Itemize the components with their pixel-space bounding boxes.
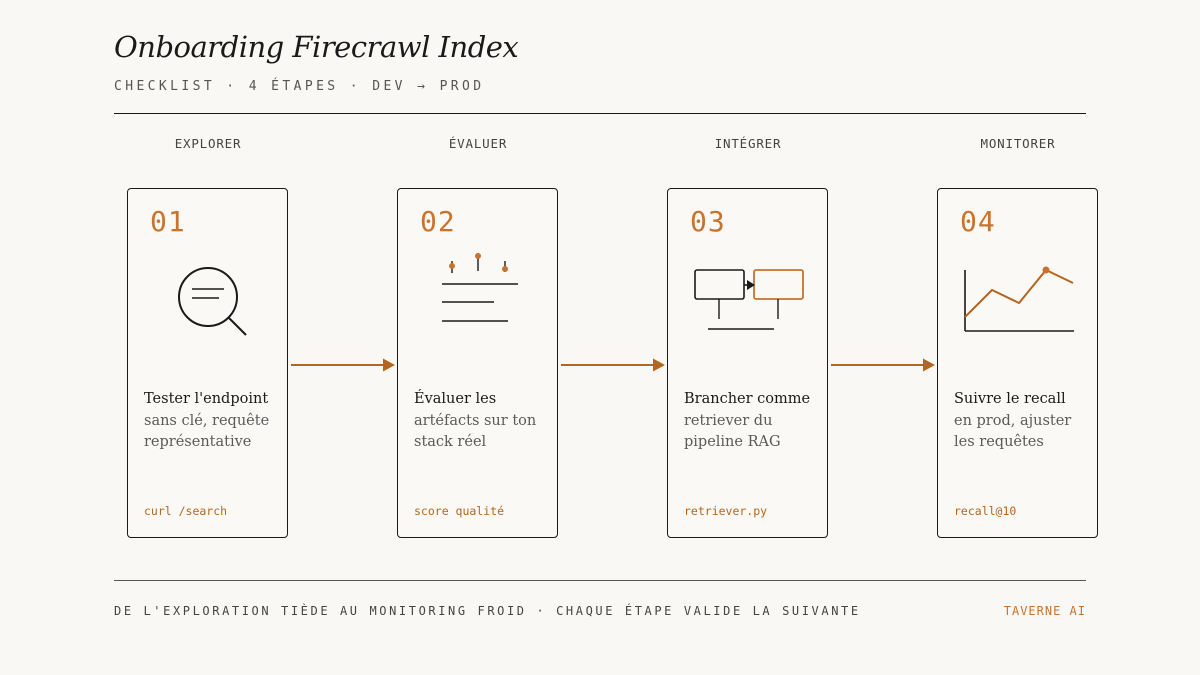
step-card-2: 02 Évaluer les artéfacts sur ton stack r… bbox=[397, 188, 558, 538]
brand-label: TAVERNE AI bbox=[1003, 604, 1086, 618]
step-tag: curl /search bbox=[144, 504, 228, 518]
phase-label-evaluer: ÉVALUER bbox=[448, 136, 508, 151]
page-subtitle: CHECKLIST · 4 ÉTAPES · DEV → PROD bbox=[114, 79, 485, 94]
pipeline-blocks-icon bbox=[694, 269, 804, 330]
step-description: Tester l'endpoint sans clé, requête repr… bbox=[144, 389, 284, 454]
step-card-3: 03 Brancher comme retriever du pipeline … bbox=[667, 188, 828, 538]
step-lead: Tester l'endpoint bbox=[144, 391, 269, 407]
step-lead: Suivre le recall bbox=[954, 391, 1066, 407]
search-icon bbox=[178, 267, 247, 336]
step-tag: retriever.py bbox=[684, 504, 768, 518]
flow-arrow-3 bbox=[831, 358, 935, 372]
footer-divider bbox=[114, 580, 1086, 581]
phase-label-integrer: INTÉGRER bbox=[714, 136, 782, 151]
header-divider bbox=[114, 113, 1086, 114]
step-number: 01 bbox=[150, 205, 186, 238]
step-number: 04 bbox=[960, 205, 996, 238]
step-lead: Évaluer les bbox=[414, 391, 497, 407]
step-detail: retriever du pipeline RAG bbox=[684, 412, 781, 451]
step-description: Suivre le recall en prod, ajuster les re… bbox=[954, 389, 1094, 454]
page-title: Onboarding Firecrawl Index bbox=[114, 30, 519, 64]
step-detail: sans clé, requête représentative bbox=[144, 412, 270, 451]
step-number: 02 bbox=[420, 205, 456, 238]
flow-arrow-2 bbox=[561, 358, 665, 372]
step-description: Évaluer les artéfacts sur ton stack réel bbox=[414, 389, 554, 454]
line-chart-icon bbox=[964, 266, 1074, 332]
step-tag: score qualité bbox=[414, 504, 505, 518]
footer-caption: DE L'EXPLORATION TIÈDE AU MONITORING FRO… bbox=[114, 604, 861, 618]
step-card-4: 04 Suivre le recall en prod, ajuster les… bbox=[937, 188, 1098, 538]
phase-label-explorer: EXPLORER bbox=[174, 136, 242, 151]
phase-label-monitorer: MONITORER bbox=[980, 136, 1056, 151]
step-card-1: 01 Tester l'endpoint sans clé, requête r… bbox=[127, 188, 288, 538]
step-detail: artéfacts sur ton stack réel bbox=[414, 412, 537, 451]
step-tag: recall@10 bbox=[954, 504, 1017, 518]
sliders-icon bbox=[442, 253, 518, 322]
flow-arrow-1 bbox=[291, 358, 395, 372]
step-number: 03 bbox=[690, 205, 726, 238]
step-description: Brancher comme retriever du pipeline RAG bbox=[684, 389, 824, 454]
step-lead: Brancher comme bbox=[684, 391, 811, 407]
step-detail: en prod, ajuster les requêtes bbox=[954, 412, 1072, 451]
